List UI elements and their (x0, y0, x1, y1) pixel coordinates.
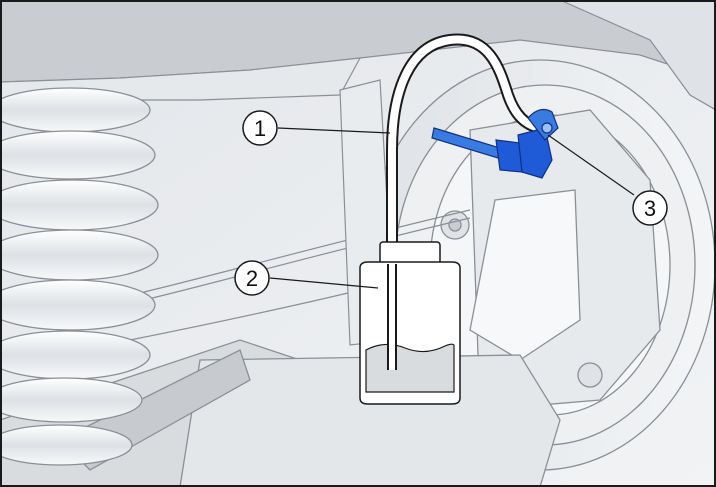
axle-housing (0, 339, 561, 487)
brake-drum (307, 59, 716, 471)
callout-2: 2 (234, 260, 270, 296)
callout-3: 3 (632, 190, 668, 226)
leader-line-2 (269, 277, 379, 289)
callout-number: 1 (254, 116, 266, 141)
callout-circle (242, 110, 278, 146)
callout-1: 1 (242, 110, 278, 146)
callout-number: 2 (246, 266, 258, 291)
callout-circle (234, 260, 270, 296)
leader-line-3 (547, 134, 635, 196)
callout-circle (632, 190, 668, 226)
bleeder-hose (386, 33, 546, 376)
coil-spring (0, 87, 159, 466)
bleeder-screw-cap (431, 108, 559, 179)
collection-bottle (359, 241, 461, 405)
leader-line-1 (277, 127, 391, 134)
callout-number: 3 (644, 196, 656, 221)
leader-lines (269, 127, 635, 289)
